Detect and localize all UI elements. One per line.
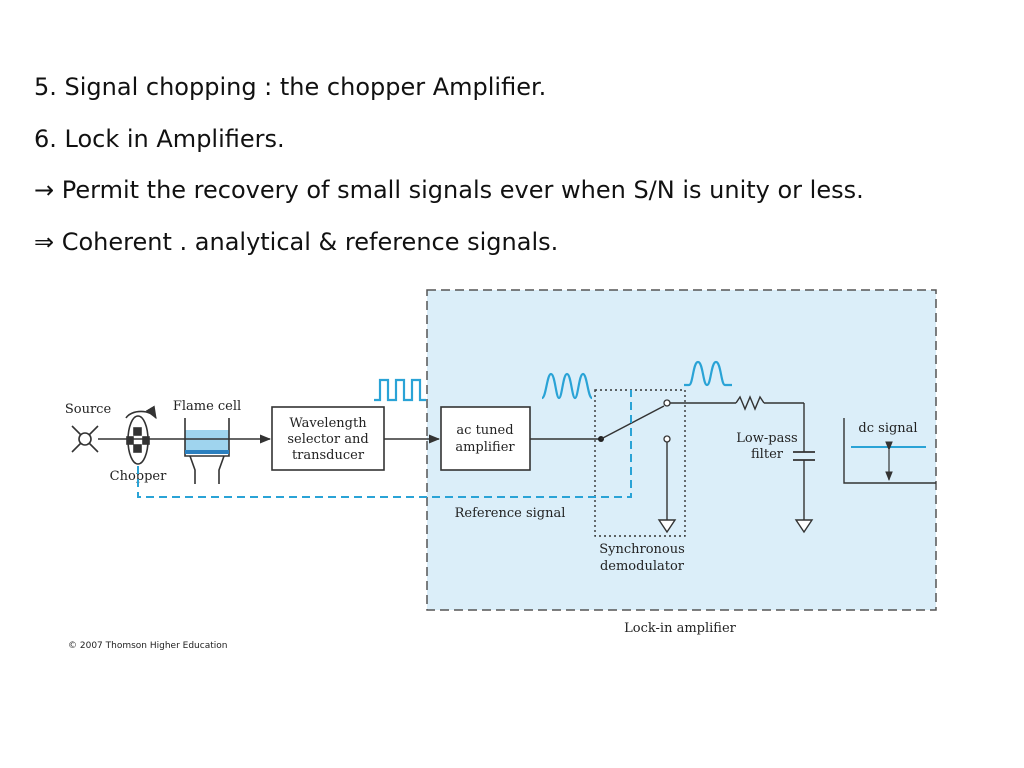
chopped-waveform [374, 378, 426, 402]
demodulator-line-2: demodulator [600, 559, 685, 574]
resistor-icon [735, 395, 765, 411]
amplifier-line-1: ac tuned [456, 423, 513, 438]
filter-ground-icon [794, 519, 814, 534]
wavelength-line-1: Wavelength [289, 416, 367, 431]
source-label: Source [65, 402, 112, 417]
bullet-coherent: ⇒ Coherent . analytical & reference sign… [34, 227, 559, 256]
lock-in-label: Lock-in amplifier [624, 621, 737, 636]
flame-cell-icon [184, 418, 230, 484]
dc-signal-axes [843, 418, 936, 484]
source-icon [71, 425, 99, 453]
reference-signal-line [137, 390, 632, 498]
chopper-icon [125, 405, 157, 465]
switch-contact-bottom [663, 435, 671, 443]
ac-tuned-amplifier-box [440, 406, 531, 471]
reference-signal-label: Reference signal [455, 506, 566, 521]
flame-cell-label: Flame cell [173, 399, 241, 414]
switch-contact-top [663, 399, 671, 407]
low-pass-line-2: filter [751, 447, 784, 462]
chopper-label: Chopper [110, 469, 167, 484]
amplifier-line-2: amplifier [455, 440, 515, 455]
rectified-waveform [684, 360, 732, 387]
low-pass-line-1: Low-pass [736, 431, 797, 446]
bullet-signal-chopping: 5. Signal chopping : the chopper Amplifi… [34, 73, 547, 101]
switch-arm [600, 405, 665, 440]
bullet-lock-in: 6. Lock in Amplifiers. [34, 124, 285, 153]
demodulator-line-1: Synchronous [599, 542, 685, 557]
bullet-list: 5. Signal chopping : the chopper Amplifi… [34, 62, 864, 268]
wavelength-selector-box [271, 406, 385, 471]
wavelength-line-2: selector and [287, 432, 368, 447]
wavelength-line-3: transducer [292, 448, 365, 463]
copyright-text: © 2007 Thomson Higher Education [68, 641, 227, 651]
bullet-permit-recovery: → Permit the recovery of small signals e… [34, 176, 864, 204]
dc-signal-label: dc signal [858, 421, 917, 436]
amplified-waveform [541, 372, 593, 400]
demod-ground-icon [657, 519, 677, 534]
synchronous-demodulator-box [594, 389, 686, 537]
